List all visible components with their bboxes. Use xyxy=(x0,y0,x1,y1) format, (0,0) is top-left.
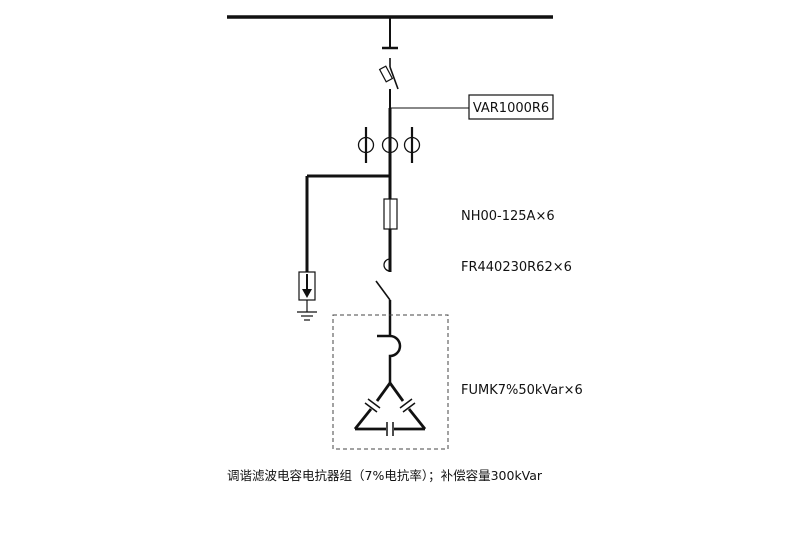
current-transformer-icon xyxy=(357,127,421,163)
arrester-branch xyxy=(305,174,390,272)
filter-bank-enclosure xyxy=(332,314,449,450)
reactor-icon xyxy=(377,324,402,372)
disconnector-icon xyxy=(378,58,399,108)
contactor-icon xyxy=(375,258,392,324)
bus-tap xyxy=(382,17,398,50)
capacitor-label: FUMK7%50kVar×6 xyxy=(461,383,583,398)
capacitor-bank-icon xyxy=(353,372,427,436)
surge-arrester-icon xyxy=(298,271,316,312)
ground-icon xyxy=(297,311,317,321)
fuse-icon xyxy=(383,198,398,230)
controller-box: VAR1000R6 xyxy=(468,94,554,120)
fuse-label: NH00-125A×6 xyxy=(461,209,555,224)
contactor-label: FR440230R62×6 xyxy=(461,260,572,275)
controller-label: VAR1000R6 xyxy=(473,101,549,116)
diagram-caption: 调谐滤波电容电抗器组（7%电抗率）；补偿容量300kVar xyxy=(227,468,543,483)
